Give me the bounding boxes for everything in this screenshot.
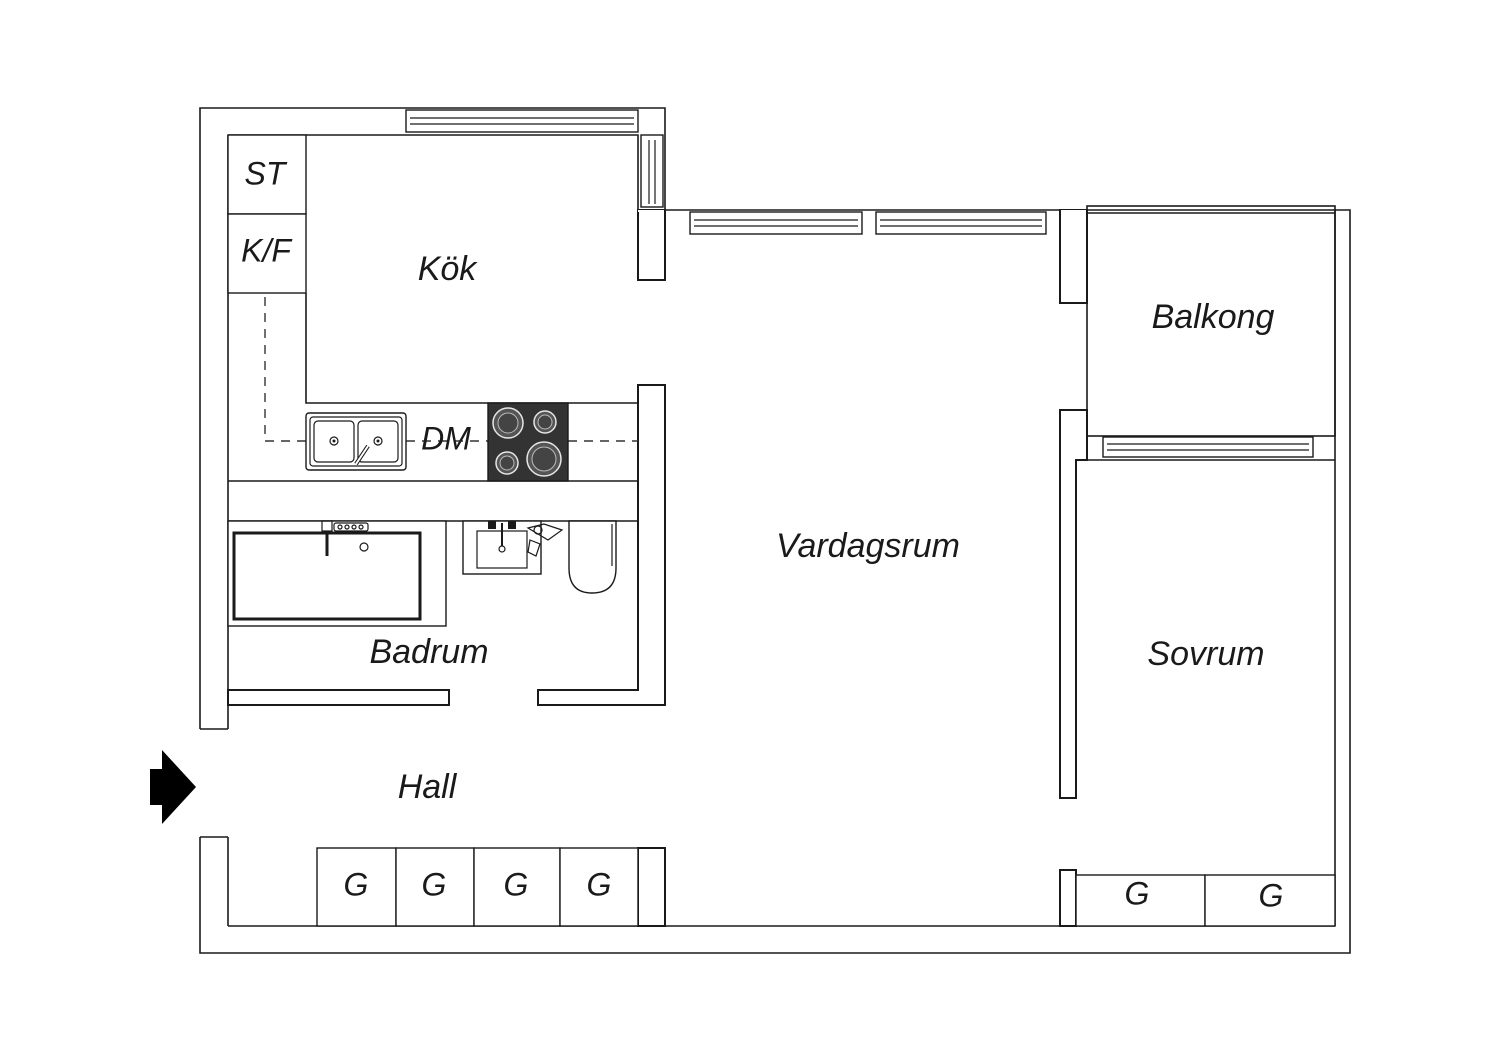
kitchen-label: Kök [418, 250, 479, 288]
wardrobe [473, 847, 561, 927]
wardrobe-label: G [587, 866, 612, 902]
hall-label: Hall [398, 768, 458, 806]
wardrobe [1204, 874, 1336, 927]
wardrobe [1075, 874, 1206, 927]
bathtub [227, 520, 447, 627]
living-room-label: Vardagsrum [776, 527, 960, 565]
wardrobe-label: G [1125, 875, 1150, 911]
wardrobe-label: G [344, 866, 369, 902]
wardrobe [316, 847, 397, 927]
kitchen: ST K/F DM Kök [227, 134, 638, 482]
bathroom-label: Badrum [369, 633, 488, 671]
kitchen-sink [305, 412, 407, 471]
entrance-arrow-icon [150, 750, 196, 824]
wardrobe [559, 847, 639, 927]
stove [487, 402, 569, 482]
fridge-freezer-label: K/F [241, 232, 293, 268]
washbasin [462, 520, 564, 575]
storage-cabinet [227, 134, 307, 215]
dishwasher-label: DM [421, 420, 471, 456]
storage-label: ST [245, 155, 288, 191]
bathroom: Badrum [227, 520, 639, 691]
bedroom: G G Sovrum [1075, 635, 1336, 927]
windows [405, 109, 1314, 458]
wardrobe-label: G [1259, 877, 1284, 913]
hall: G G G G Hall [316, 768, 639, 927]
balcony-label: Balkong [1152, 298, 1275, 336]
interior-walls [227, 205, 1336, 927]
toilet [568, 520, 617, 594]
fridge-freezer [227, 213, 307, 294]
wardrobe-label: G [504, 866, 529, 902]
wardrobe-label: G [422, 866, 447, 902]
bedroom-label: Sovrum [1147, 635, 1264, 673]
